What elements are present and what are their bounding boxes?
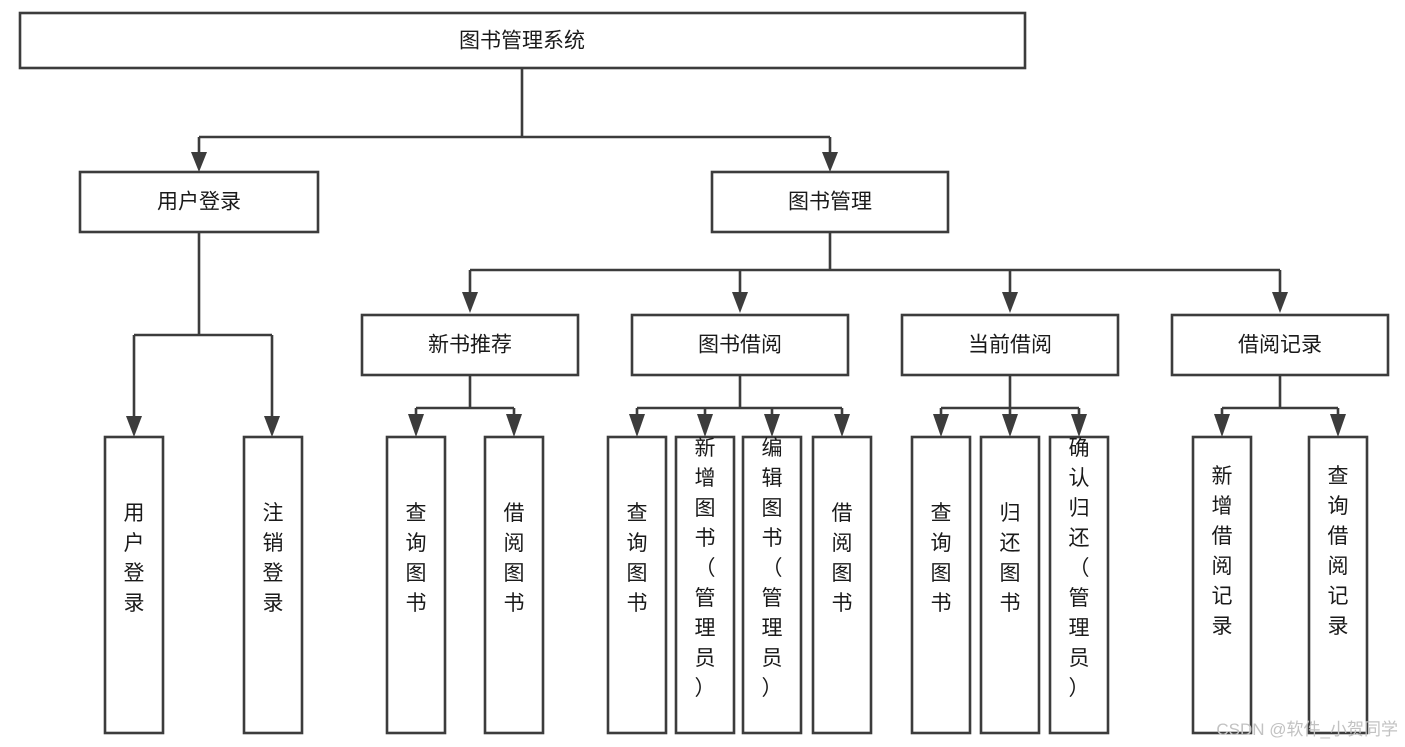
connector-group-current-borrow [933, 375, 1087, 437]
leaf-bookborrow-0-box[interactable] [606, 435, 668, 735]
node-book-manage-box[interactable] [710, 170, 950, 234]
leaf-currentborrow-0-label: 查询图书 [931, 502, 952, 615]
leaf-bookborrow-1-label: 新增图书（管理员） [695, 437, 716, 700]
node-user-login[interactable]: 用户登录 [78, 170, 320, 234]
arrow-head-leaf-bookborrow-3 [834, 414, 850, 437]
node-root[interactable]: 图书管理系统 [18, 11, 1027, 70]
node-book-manage-label: 图书管理 [788, 191, 872, 214]
arrow-head-leaf-userlogin-0 [126, 416, 142, 437]
leaf-currentborrow-1-label: 归还图书 [1000, 502, 1021, 615]
arrow-head-leaf-bookborrow-2 [764, 414, 780, 437]
leaf-newbook-1-box[interactable] [483, 435, 545, 735]
node-current-borrow-label: 当前借阅 [968, 334, 1052, 357]
connector-group-borrow-record [1214, 375, 1346, 437]
leaf-bookborrow-2-box[interactable] [741, 435, 803, 735]
leaf-node[interactable]: 查询图书 [910, 435, 972, 735]
node-root-box[interactable] [18, 11, 1027, 70]
arrow-head-new-book [462, 292, 478, 313]
leaf-currentborrow-2-label: 确认归还（管理员） [1069, 437, 1090, 700]
leaf-node[interactable]: 借阅图书 [483, 435, 545, 735]
leaf-node[interactable]: 确认归还（管理员） [1048, 435, 1110, 735]
node-new-book-recommend[interactable]: 新书推荐 [360, 313, 580, 377]
node-borrow-record-box[interactable] [1170, 313, 1390, 377]
leaf-newbook-0-box[interactable] [385, 435, 447, 735]
arrow-head-leaf-newbook-0 [408, 414, 424, 437]
node-root-label: 图书管理系统 [459, 30, 585, 53]
node-new-book-recommend-label: 新书推荐 [428, 334, 512, 357]
leaf-borrowrecord-1-box[interactable] [1307, 435, 1369, 735]
leaf-node[interactable]: 借阅图书 [811, 435, 873, 735]
leaf-userlogin-1-box[interactable] [242, 435, 304, 735]
arrow-head-leaf-currentborrow-1 [1002, 414, 1018, 437]
arrow-head-leaf-currentborrow-2 [1071, 414, 1087, 437]
leaf-borrowrecord-0-label: 新增借阅记录 [1212, 465, 1233, 638]
leaf-node[interactable]: 查询图书 [606, 435, 668, 735]
leaf-node[interactable]: 查询借阅记录 [1307, 435, 1369, 735]
leaf-currentborrow-1-box[interactable] [979, 435, 1041, 735]
connector-group-root [191, 68, 838, 172]
leaf-newbook-1-label: 借阅图书 [504, 502, 525, 615]
arrow-head-leaf-borrowrecord-1 [1330, 414, 1346, 437]
leaf-bookborrow-3-box[interactable] [811, 435, 873, 735]
arrow-head-leaf-currentborrow-0 [933, 414, 949, 437]
leaf-bookborrow-3-label: 借阅图书 [832, 502, 853, 615]
leaf-newbook-0-label: 查询图书 [406, 502, 427, 615]
node-book-borrow-label: 图书借阅 [698, 334, 782, 357]
leaf-node[interactable]: 归还图书 [979, 435, 1041, 735]
node-borrow-record-label: 借阅记录 [1238, 334, 1322, 357]
connector-group-book-borrow [629, 375, 850, 437]
arrow-head-user-login [191, 152, 207, 172]
node-current-borrow[interactable]: 当前借阅 [900, 313, 1120, 377]
node-user-login-box[interactable] [78, 170, 320, 234]
node-current-borrow-box[interactable] [900, 313, 1120, 377]
node-borrow-record[interactable]: 借阅记录 [1170, 313, 1390, 377]
connector-group-new-book [408, 375, 522, 437]
node-user-login-label: 用户登录 [157, 191, 241, 214]
leaf-userlogin-0-label: 用户登录 [124, 502, 145, 615]
node-book-manage[interactable]: 图书管理 [710, 170, 950, 234]
leaf-node[interactable]: 查询图书 [385, 435, 447, 735]
leaf-node[interactable]: 新增借阅记录 [1191, 435, 1253, 735]
leaf-bookborrow-0-label: 查询图书 [627, 502, 648, 615]
arrow-head-leaf-borrowrecord-0 [1214, 414, 1230, 437]
leaf-currentborrow-0-box[interactable] [910, 435, 972, 735]
arrow-head-current-borrow [1002, 292, 1018, 313]
leaf-borrowrecord-1-label: 查询借阅记录 [1328, 465, 1349, 638]
connector-group-book-manage [462, 232, 1288, 313]
arrow-head-leaf-bookborrow-1 [697, 414, 713, 437]
node-book-borrow-box[interactable] [630, 313, 850, 377]
leaf-userlogin-0-box[interactable] [103, 435, 165, 735]
leaf-currentborrow-2-box[interactable] [1048, 435, 1110, 735]
node-new-book-recommend-box[interactable] [360, 313, 580, 377]
arrow-head-borrow-record [1272, 292, 1288, 313]
leaf-node[interactable]: 新增图书（管理员） [674, 435, 736, 735]
arrow-head-book-borrow [732, 292, 748, 313]
arrow-head-leaf-newbook-1 [506, 414, 522, 437]
leaf-userlogin-1-label: 注销登录 [263, 502, 284, 615]
leaf-node[interactable]: 编辑图书（管理员） [741, 435, 803, 735]
leaf-node[interactable]: 注销登录 [242, 435, 304, 735]
leaf-bookborrow-1-box[interactable] [674, 435, 736, 735]
leaf-node[interactable]: 用户登录 [103, 435, 165, 735]
connector-group-user-login [126, 232, 280, 437]
arrow-head-book-manage [822, 152, 838, 172]
node-book-borrow[interactable]: 图书借阅 [630, 313, 850, 377]
arrow-head-leaf-bookborrow-0 [629, 414, 645, 437]
arrow-head-leaf-userlogin-1 [264, 416, 280, 437]
leaf-borrowrecord-0-box[interactable] [1191, 435, 1253, 735]
csdn-watermark: CSDN @软件_小贺同学 [1216, 720, 1398, 739]
leaf-bookborrow-2-label: 编辑图书（管理员） [762, 437, 783, 700]
